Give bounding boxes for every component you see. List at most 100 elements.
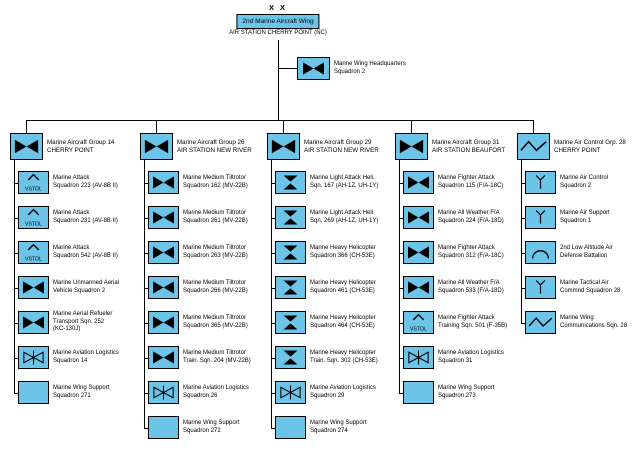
unit-label-line: Squadron 273 — [438, 392, 476, 399]
unit-label-line: Sqn. 167 (AH-1Z, UH-1Y) — [310, 182, 379, 189]
unit-stub-line — [144, 428, 149, 429]
unit-label-line: Squadron 115 (F/A-18C) — [438, 182, 504, 189]
wing-support-icon — [148, 416, 179, 439]
unit-stub-line — [144, 323, 149, 324]
unit-label-line: Squadron 14 — [53, 357, 88, 364]
unit-stub-line — [14, 393, 19, 394]
unit-label-line: Marine Wing Support — [438, 384, 495, 391]
unit-label-line: Squadron 2 — [560, 182, 592, 189]
unit-label-line: Marine All Weather F/A — [438, 279, 500, 286]
fixed-wing-icon — [10, 133, 43, 160]
unit-label-line: Squadron 29 — [310, 392, 345, 399]
unit-label-line: Squadron 312 (F/A-18C) — [438, 252, 504, 259]
unit-label-line: Squadron 542 (AV-8B II) — [53, 252, 118, 259]
unit-stub-line — [399, 288, 404, 289]
unit-stub-line — [271, 323, 276, 324]
unit-stub-line — [521, 253, 526, 254]
rotary-icon — [275, 171, 306, 194]
unit-stub-line — [14, 288, 19, 289]
unit-label-line: Squadron 231 (AV-8B II) — [53, 217, 118, 224]
group-stub-line — [156, 120, 157, 133]
unit-stub-line — [271, 218, 276, 219]
unit-label-line: Marine Aircraft Group 29 — [304, 138, 372, 146]
heavy-helo-icon — [275, 241, 306, 264]
unit-stub-line — [271, 288, 276, 289]
unit-label-line: Marine Wing Headquarters — [334, 60, 406, 67]
unit-stub-line — [14, 323, 19, 324]
unit-label-line: Squadron 272 — [183, 427, 221, 434]
unit-stub-line — [271, 393, 276, 394]
headquarters-icon — [297, 57, 330, 80]
unit-stub-line — [399, 183, 404, 184]
unit-label-line: Marine Medium Tiltrotor — [183, 279, 247, 286]
unit-label-line: Train. Sqn. 204 (MV-22B) — [183, 357, 251, 364]
unit-stub-line — [399, 253, 404, 254]
unit-label-line: Marine Attack — [53, 174, 90, 181]
tactical-air-command-icon — [525, 276, 556, 299]
unit-label-line: Transport Sqn. 252 — [53, 318, 105, 325]
unit-stub-line — [14, 218, 19, 219]
rotary-icon — [275, 206, 306, 229]
unit-label-line: Squadron 533 (F/A-18D) — [438, 287, 504, 294]
unit-label-line: Marine Medium Tiltrotor — [183, 314, 247, 321]
unit-label-line: Marine Light Attack Heli. — [310, 174, 375, 181]
unit-stub-line — [399, 323, 404, 324]
fixed-wing-icon — [267, 133, 300, 160]
unit-stub-line — [144, 393, 149, 394]
unit-label-line: Sqn. 269 (AH-1Z, UH-1Y) — [310, 217, 379, 224]
unit-stub-line — [521, 288, 526, 289]
unit-stub-line — [271, 358, 276, 359]
unit-label: Marine Light Attack Heli.Sqn. 269 (AH-1Z… — [310, 210, 378, 225]
unit-label-line: Marine Wing — [560, 314, 594, 321]
wing-support-icon — [403, 381, 434, 404]
unit-label-line: Marine Medium Tiltrotor — [183, 244, 247, 251]
unit-label-line: Marine Air Control — [560, 174, 609, 181]
unit-label-line: Defense Battalion — [560, 252, 608, 259]
fixed-wing-icon — [403, 206, 434, 229]
unit-label-line: Squadron 261 (MV-22B) — [183, 217, 248, 224]
wing-support-icon — [18, 381, 49, 404]
unit-stub-line — [271, 183, 276, 184]
unit-label-line: Squadron 224 (F/A-18D) — [438, 217, 504, 224]
unit-label-line: Marine Aerial Refueler — [53, 311, 113, 317]
svg-text:VSTOL: VSTOL — [410, 326, 427, 332]
unit-label-line: Marine Wing Support — [310, 419, 367, 426]
unit-label-line: Communications Sqn. 28 — [560, 322, 628, 329]
unit-stub-line — [14, 253, 19, 254]
fixed-wing-icon — [395, 133, 428, 160]
refueler-icon — [18, 311, 49, 334]
unit-stub-line — [144, 358, 149, 359]
fixed-wing-icon — [403, 241, 434, 264]
tiltrotor-training-icon — [148, 346, 179, 369]
heavy-helo-training-icon — [275, 346, 306, 369]
unit-label-line: Squadron 266 (MV-22B) — [183, 287, 248, 294]
unit-label-line: Marine Aircraft Group 14 — [47, 138, 115, 146]
unit-stub-line — [399, 393, 404, 394]
unit-label-line: Marine Air Support — [560, 209, 610, 216]
unit-stub-line — [271, 253, 276, 254]
unit-node: Marine Light Attack Heli.Sqn. 167 (AH-1Z… — [275, 171, 378, 194]
